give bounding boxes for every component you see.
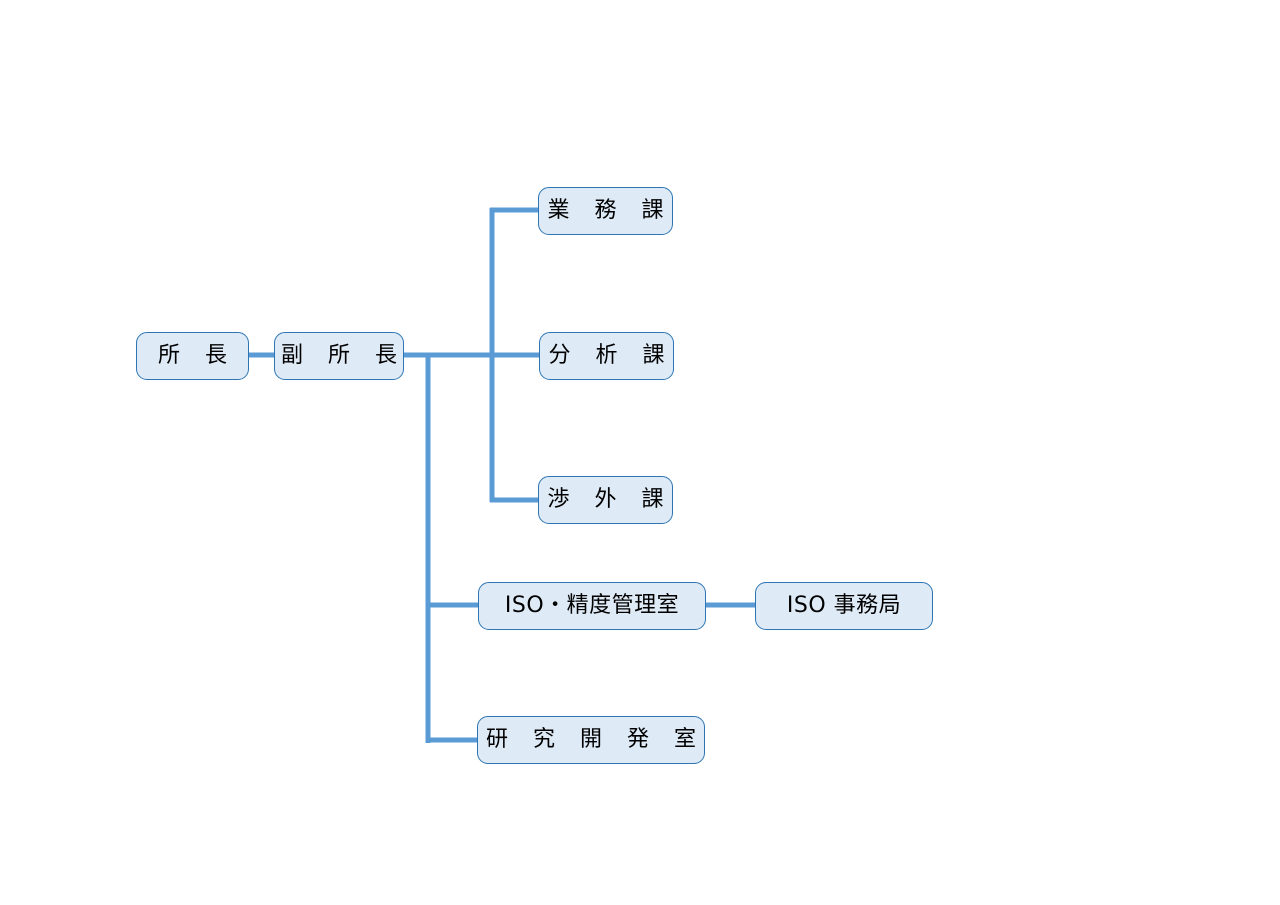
node-rnd-office-label: 研 究 開 発 室 — [486, 727, 705, 752]
node-analysis-section: 分 析 課 — [539, 332, 674, 380]
node-deputy-director: 副 所 長 — [274, 332, 404, 380]
node-director-label: 所 長 — [158, 343, 236, 368]
node-analysis-section-label: 分 析 課 — [548, 343, 674, 368]
node-iso-quality-office-label: ISO・精度管理室 — [504, 593, 680, 618]
node-rnd-office: 研 究 開 発 室 — [477, 716, 705, 764]
node-director: 所 長 — [136, 332, 249, 380]
node-iso-secretariat: ISO 事務局 — [755, 582, 933, 630]
node-liaison-section: 渉 外 課 — [538, 476, 673, 524]
node-business-section: 業 務 課 — [538, 187, 673, 235]
node-liaison-section-label: 渉 外 課 — [547, 487, 673, 512]
node-business-section-label: 業 務 課 — [547, 198, 673, 223]
node-iso-quality-office: ISO・精度管理室 — [478, 582, 706, 630]
node-iso-secretariat-label: ISO 事務局 — [786, 593, 902, 618]
node-deputy-director-label: 副 所 長 — [281, 343, 406, 368]
